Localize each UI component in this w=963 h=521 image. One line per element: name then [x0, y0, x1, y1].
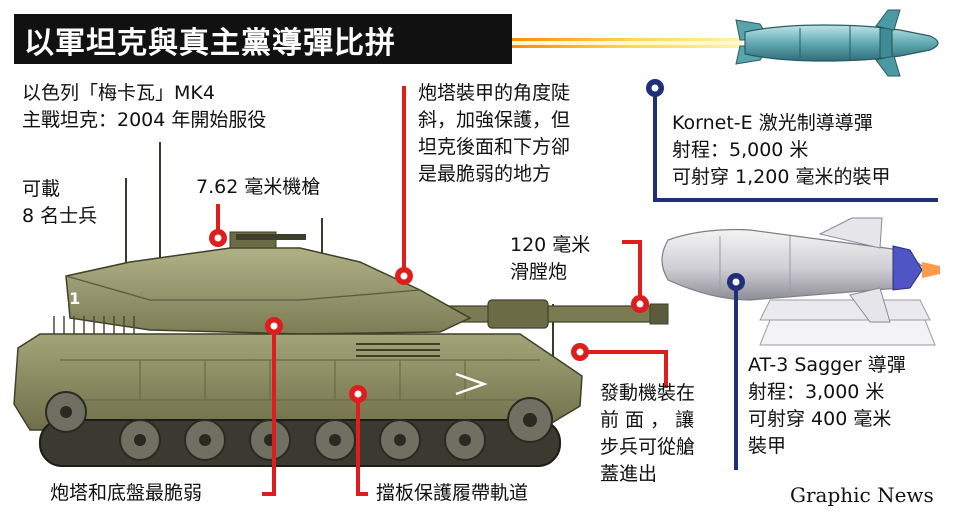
turret-armor-line2: 斜，加強保護，但 — [418, 109, 571, 131]
kornet-range: 射程：5,000 米 — [672, 139, 809, 161]
sagger-penetration-line2: 裝甲 — [748, 435, 787, 457]
sagger-label: AT-3 Sagger 導彈 射程：3,000 米 可射穿 400 毫米 裝甲 — [748, 352, 906, 460]
sagger-missile — [661, 217, 940, 346]
crew-line1: 可載 — [22, 178, 61, 200]
engine-line4: 蓋進出 — [600, 463, 658, 485]
engine-line2: 前 面 ， 讓 — [600, 409, 695, 431]
kornet-missile — [735, 9, 939, 77]
main-gun-label: 120 毫米 滑膛炮 — [510, 232, 590, 286]
red-callout-dots — [209, 229, 649, 403]
tank-name-label: 以色列「梅卡瓦」MK4 主戰坦克：2004 年開始服役 — [22, 80, 266, 134]
machine-gun-label: 7.62 毫米機槍 — [196, 176, 321, 198]
turret-armor-line3: 坦克後面和下方卻 — [418, 136, 571, 158]
sagger-range: 射程：3,000 米 — [748, 381, 885, 403]
merkava-tank — [13, 231, 669, 467]
engine-line1: 發動機裝在 — [600, 382, 696, 404]
main-gun-line1: 120 毫米 — [510, 234, 591, 256]
main-gun-line2: 滑膛炮 — [510, 261, 568, 283]
sagger-name: AT-3 Sagger 導彈 — [748, 354, 906, 376]
engine-label: 發動機裝在 前 面 ， 讓 步兵可從艙 蓋進出 — [600, 380, 695, 488]
red-callouts — [216, 86, 668, 496]
turret-armor-line1: 炮塔裝甲的角度陡 — [418, 82, 571, 104]
weakest-label: 炮塔和底盤最脆弱 — [50, 482, 203, 504]
engine-line3: 步兵可從艙 — [600, 436, 696, 458]
kornet-label: Kornet-E 激光制導導彈 射程：5,000 米 可射穿 1,200 毫米的… — [672, 110, 890, 191]
kornet-penetration: 可射穿 1,200 毫米的裝甲 — [672, 166, 891, 188]
laser-beam — [512, 38, 742, 48]
turret-armor-label: 炮塔裝甲的角度陡 斜，加強保護，但 坦克後面和下方卻 是最脆弱的地方 — [418, 80, 570, 188]
sagger-callout — [727, 273, 745, 470]
sagger-penetration-line1: 可射穿 400 毫米 — [748, 408, 892, 430]
page-title: 以軍坦克與真主黨導彈比拼 — [24, 26, 396, 61]
turret-armor-line4: 是最脆弱的地方 — [418, 163, 552, 185]
skirt-label: 擋板保護履帶軌道 — [376, 482, 529, 504]
turret-number: 11 — [58, 289, 80, 308]
kornet-callout — [646, 79, 938, 202]
tank-name-line2: 主戰坦克：2004 年開始服役 — [22, 109, 267, 131]
credit-label: Graphic News — [790, 483, 934, 507]
title-banner — [14, 14, 512, 64]
tank-name-line1: 以色列「梅卡瓦」MK4 — [22, 82, 215, 104]
crew-line2: 8 名士兵 — [22, 205, 98, 227]
crew-label: 可載 8 名士兵 — [22, 176, 97, 230]
kornet-name: Kornet-E 激光制導導彈 — [672, 112, 873, 134]
